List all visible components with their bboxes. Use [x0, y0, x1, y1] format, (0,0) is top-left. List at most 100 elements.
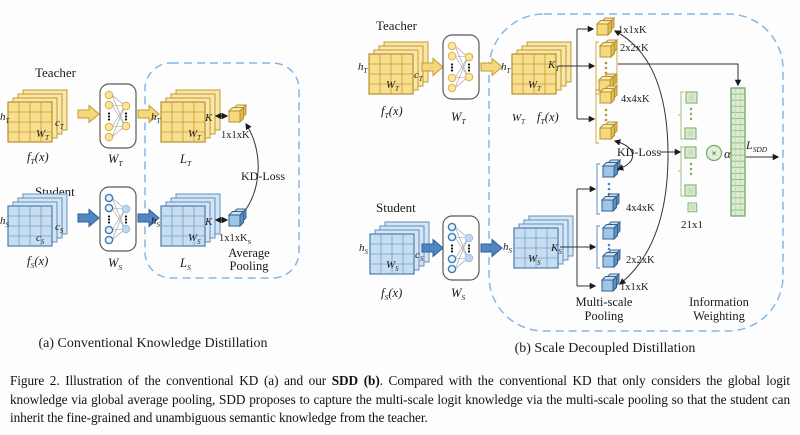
stack-bracket — [596, 163, 600, 215]
panel-b-caption: (b) Scale Decoupled Distillation — [515, 341, 696, 356]
h-t-label: hT — [358, 61, 369, 75]
f-t-x-label: fT(x) — [381, 104, 403, 120]
two-by-two-k-label: 2x2xK — [620, 43, 649, 54]
one-by-one-k-label: 1x1xK — [221, 130, 250, 141]
information-weighting-label-1: Information — [689, 295, 749, 309]
weight-group-bracket — [678, 146, 684, 197]
kd-loss-label-b: KD-Loss — [617, 145, 661, 159]
f-t-x-label: fT(x) — [537, 110, 559, 126]
f-s-x-label: fS(x) — [381, 286, 402, 302]
w-t-label: WT — [36, 128, 50, 142]
w-s-classifier-label: WS — [108, 256, 122, 272]
f-t-x-label: fT(x) — [27, 150, 49, 166]
student-classifier-box-b — [442, 215, 480, 281]
multiply-sign: × — [711, 149, 716, 159]
student-classifier-box-a — [99, 186, 137, 252]
student-logit-tensor-b — [513, 215, 574, 269]
average-pooling-label-2: Pooling — [230, 259, 270, 273]
four-by-four-k-label: 4x4xK — [621, 94, 650, 105]
weight-square — [687, 202, 698, 213]
student-flow-arrow — [77, 209, 100, 227]
f-s-x-label: fS(x) — [27, 254, 48, 270]
k-t-label: KT — [547, 59, 560, 73]
logit-to-vector-line — [618, 63, 742, 87]
weight-square — [684, 184, 697, 197]
h-s-label: hS — [503, 241, 513, 255]
student-label-b: Student — [376, 200, 416, 215]
panel-a: Teacher hT cT WT fT(x) WT hT WT K LT 1x1… — [0, 62, 300, 351]
teacher-1x1-cube — [596, 17, 615, 36]
student-1x1-cube — [601, 273, 620, 292]
weight-square — [685, 91, 698, 104]
w-s-label: WS — [528, 253, 541, 267]
teacher-pooled-logit-cube-a — [228, 104, 247, 123]
teacher-label-a: Teacher — [35, 65, 77, 80]
student-4x4-cube — [601, 193, 620, 212]
teacher-4x4-cube — [599, 121, 618, 140]
c-t-label: cT — [55, 117, 65, 131]
kd-loss-arc-1x1 — [613, 30, 669, 285]
teacher-branch-line — [558, 29, 578, 119]
four-by-four-k-label: 4x4xK — [626, 203, 655, 214]
h-s-label: hS — [151, 215, 161, 229]
teacher-2x2-cube — [599, 39, 618, 58]
teacher-label-b: Teacher — [376, 18, 418, 33]
figure-caption: Figure 2. Illustration of the convention… — [0, 366, 800, 428]
figure-caption-text: Figure 2. Illustration of the convention… — [10, 373, 332, 388]
l-sdd-label: LSDD — [745, 138, 768, 154]
w-t-classifier-label: WT — [451, 110, 466, 126]
student-pooled-logit-cube-a — [228, 208, 247, 227]
w-t-label: WT — [528, 79, 542, 93]
kd-loss-label-a: KD-Loss — [241, 169, 285, 183]
distillation-region-border-a — [144, 62, 300, 279]
stack-bracket — [595, 89, 599, 144]
h-t-label: hT — [0, 111, 11, 125]
student-branch-line — [560, 189, 578, 286]
average-pooling-label-1: Average — [228, 246, 270, 260]
multi-scale-pooling-label-1: Multi-scale — [576, 295, 633, 309]
weighted-logit-vector — [730, 87, 746, 217]
w-s-classifier-label: WS — [451, 286, 465, 302]
teacher-classifier-box-b — [442, 34, 480, 100]
student-4x4-cube — [602, 159, 621, 178]
student-feature-tensor-b — [369, 221, 430, 275]
w-s-label: WS — [386, 259, 399, 273]
c-s-label: cS — [36, 232, 45, 246]
information-weighting-label-2: Weighting — [693, 309, 746, 323]
multi-scale-pooling-label-2: Pooling — [585, 309, 625, 323]
kd-diagram: Teacher hT cT WT fT(x) WT hT WT K LT 1x1… — [0, 13, 784, 356]
c-s-label: cS — [415, 249, 424, 263]
weight-group-bracket — [678, 91, 684, 140]
one-by-one-k-label: 1x1xK — [620, 282, 649, 293]
h-s-label: hS — [359, 242, 369, 256]
two-by-two-k-label: 2x2xK — [626, 255, 655, 266]
stack-bracket — [596, 225, 600, 269]
kd-loss-arc-4x4 — [613, 139, 634, 171]
alpha-label: α — [724, 146, 732, 161]
panel-b: Teacher hT cT WT fT(x) WT hT WT KT WT fT… — [358, 13, 784, 356]
figure-caption-bold: SDD (b) — [331, 373, 380, 388]
h-t-label: hT — [151, 111, 162, 125]
distillation-region-border-b — [488, 13, 784, 332]
w-s-label: WS — [188, 232, 201, 246]
teacher-logit-tensor-b — [511, 41, 572, 95]
teacher-flow-arrow — [480, 58, 503, 76]
k-s-label: KS — [550, 242, 562, 256]
student-flow-arrow — [480, 239, 503, 257]
l-s-label: LS — [179, 256, 191, 272]
panel-a-caption: (a) Conventional Knowledge Distillation — [38, 336, 267, 351]
teacher-flow-arrow — [77, 105, 100, 123]
k-label: K — [204, 216, 213, 228]
one-by-one-k-label: 1x1xK — [618, 25, 647, 36]
c-t-label: cT — [414, 69, 424, 83]
h-t-label: hT — [501, 61, 512, 75]
student-2x2-cube — [602, 249, 621, 268]
c-s-label: cS — [55, 221, 64, 235]
weight-square — [684, 127, 697, 140]
k-label: K — [204, 112, 213, 124]
figure-caption-text: . Compared with the conventional KD that… — [10, 373, 790, 426]
weight-square — [684, 146, 697, 159]
multiply-circle-icon — [705, 144, 723, 162]
h-s-label: hS — [0, 215, 10, 229]
